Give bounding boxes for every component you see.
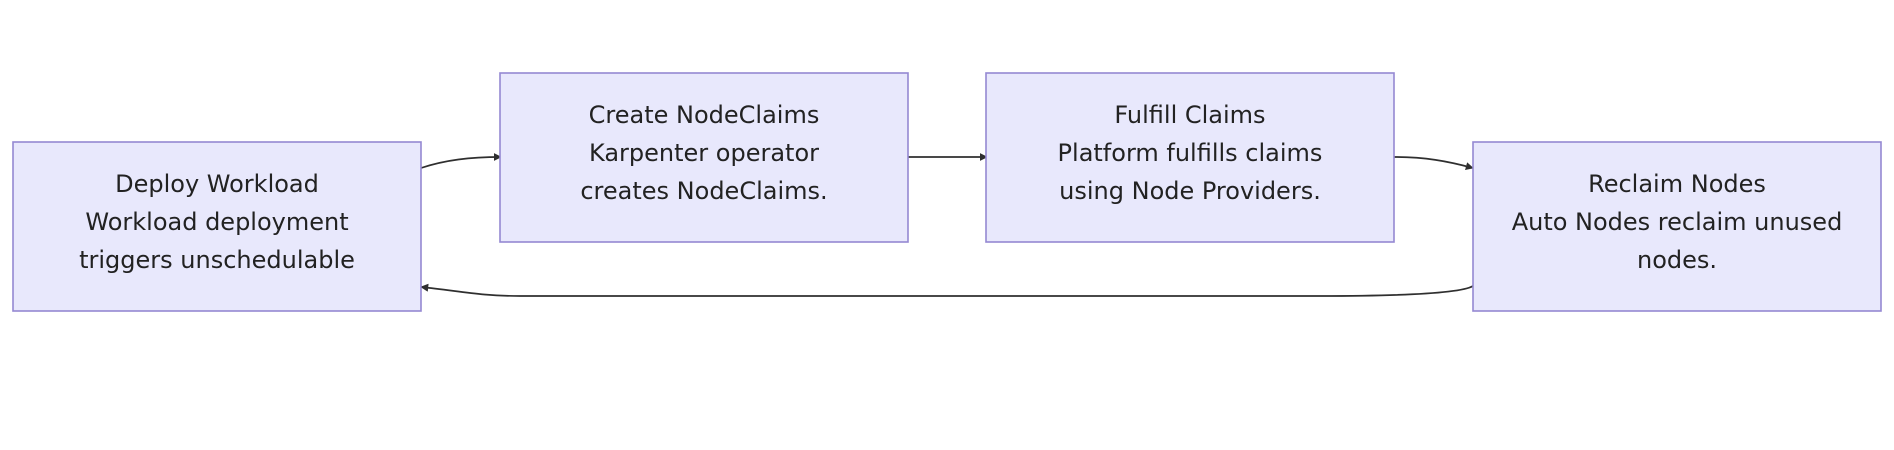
node-title: Deploy Workload [115,170,319,198]
node-box-create-nodeclaims [499,72,909,243]
node-line: Karpenter operator [589,139,819,167]
node-line: nodes. [1637,246,1717,274]
node-title: Reclaim Nodes [1588,170,1766,198]
node-title: Fulfill Claims [1114,101,1265,129]
node-box-deploy-workload [12,141,422,312]
node-fulfill-claims: Fulfill Claims Platform fulfills claims … [985,72,1395,243]
edge-reclaim-to-deploy [420,283,1474,297]
edge-fulfill-to-reclaim [1393,156,1474,170]
node-box-reclaim-nodes [1472,141,1882,312]
node-deploy-workload: Deploy Workload Workload deployment trig… [12,141,422,312]
node-line: using Node Providers. [1059,177,1321,205]
node-line: creates NodeClaims. [580,177,827,205]
node-reclaim-nodes: Reclaim Nodes Auto Nodes reclaim unused … [1472,141,1882,312]
node-create-nodeclaims: Create NodeClaims Karpenter operator cre… [499,72,909,243]
node-line: triggers unschedulable [79,246,355,274]
node-line: Auto Nodes reclaim unused [1512,208,1843,236]
edge-deploy-to-create [420,153,502,169]
node-line: Platform fulfills claims [1058,139,1323,167]
node-box-fulfill-claims [985,72,1395,243]
node-line: Workload deployment [85,208,348,236]
node-title: Create NodeClaims [589,101,820,129]
